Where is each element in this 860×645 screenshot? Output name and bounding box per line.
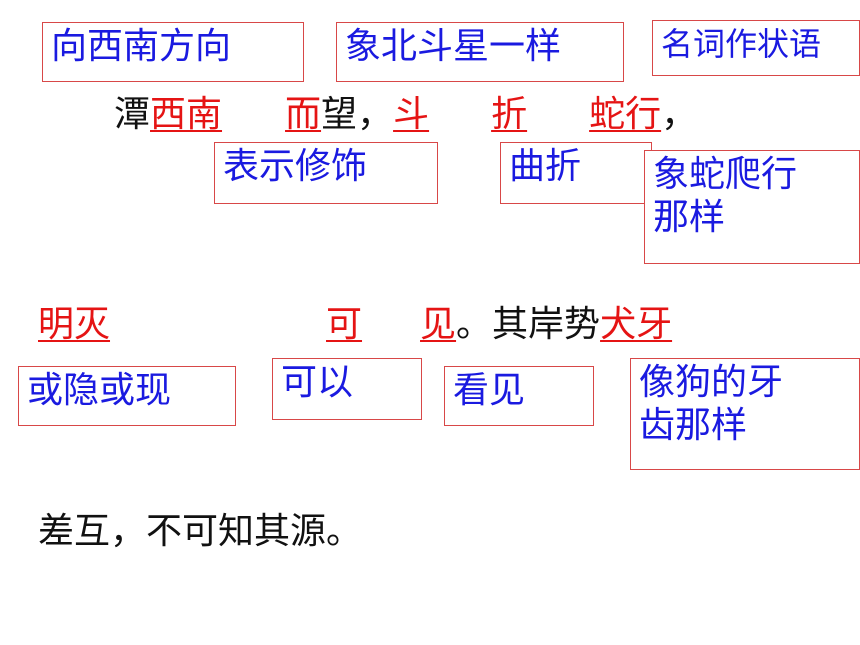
annotation-box-xinan: 向西南方向 [42, 22, 304, 82]
annotation-box-jian: 看见 [444, 366, 594, 426]
highlight-she: 蛇行 [589, 94, 662, 135]
highlight-quanya: 犬牙 [600, 304, 673, 345]
annotation-box-mingmie: 或隐或现 [18, 366, 236, 426]
highlight-xinan: 西南 [150, 94, 223, 135]
annotation-quanya-line-2: 齿那样 [639, 405, 748, 447]
highlight-mingmie: 明灭 [38, 304, 111, 345]
highlight-jian: 见 [420, 304, 457, 345]
annotation-box-quanya: 像狗的牙 齿那样 [630, 358, 860, 470]
annotation-box-she: 象蛇爬行 那样 [644, 150, 860, 264]
sentence-line-3: 差互，不可知其源。 [38, 511, 363, 552]
highlight-dou: 斗 [393, 94, 430, 135]
highlight-er: 而 [285, 94, 322, 135]
annotation-box-ke: 可以 [272, 358, 422, 420]
annotation-box-dou: 象北斗星一样 [336, 22, 624, 82]
annotation-box-er: 表示修饰 [214, 142, 438, 204]
sentence-line-2: 明灭 可 见。其岸势犬牙 [38, 307, 672, 343]
char-tan: 潭 [114, 94, 151, 135]
text-qiananshi: 。其岸势 [456, 304, 601, 345]
annotation-she-line-2: 那样 [653, 197, 726, 239]
char-comma: ， [661, 94, 698, 135]
highlight-ke: 可 [326, 304, 363, 345]
annotation-quanya-line-1: 像狗的牙 [639, 362, 784, 403]
char-wang: 望， [321, 94, 394, 135]
annotation-box-mingci: 名词作状语 [652, 20, 860, 76]
highlight-zhe: 折 [491, 94, 528, 135]
annotation-box-zhe: 曲折 [500, 142, 652, 204]
annotation-she-line-1: 象蛇爬行 [653, 154, 798, 195]
sentence-line-1: 潭西南 而望，斗 折 蛇行， [114, 97, 697, 133]
